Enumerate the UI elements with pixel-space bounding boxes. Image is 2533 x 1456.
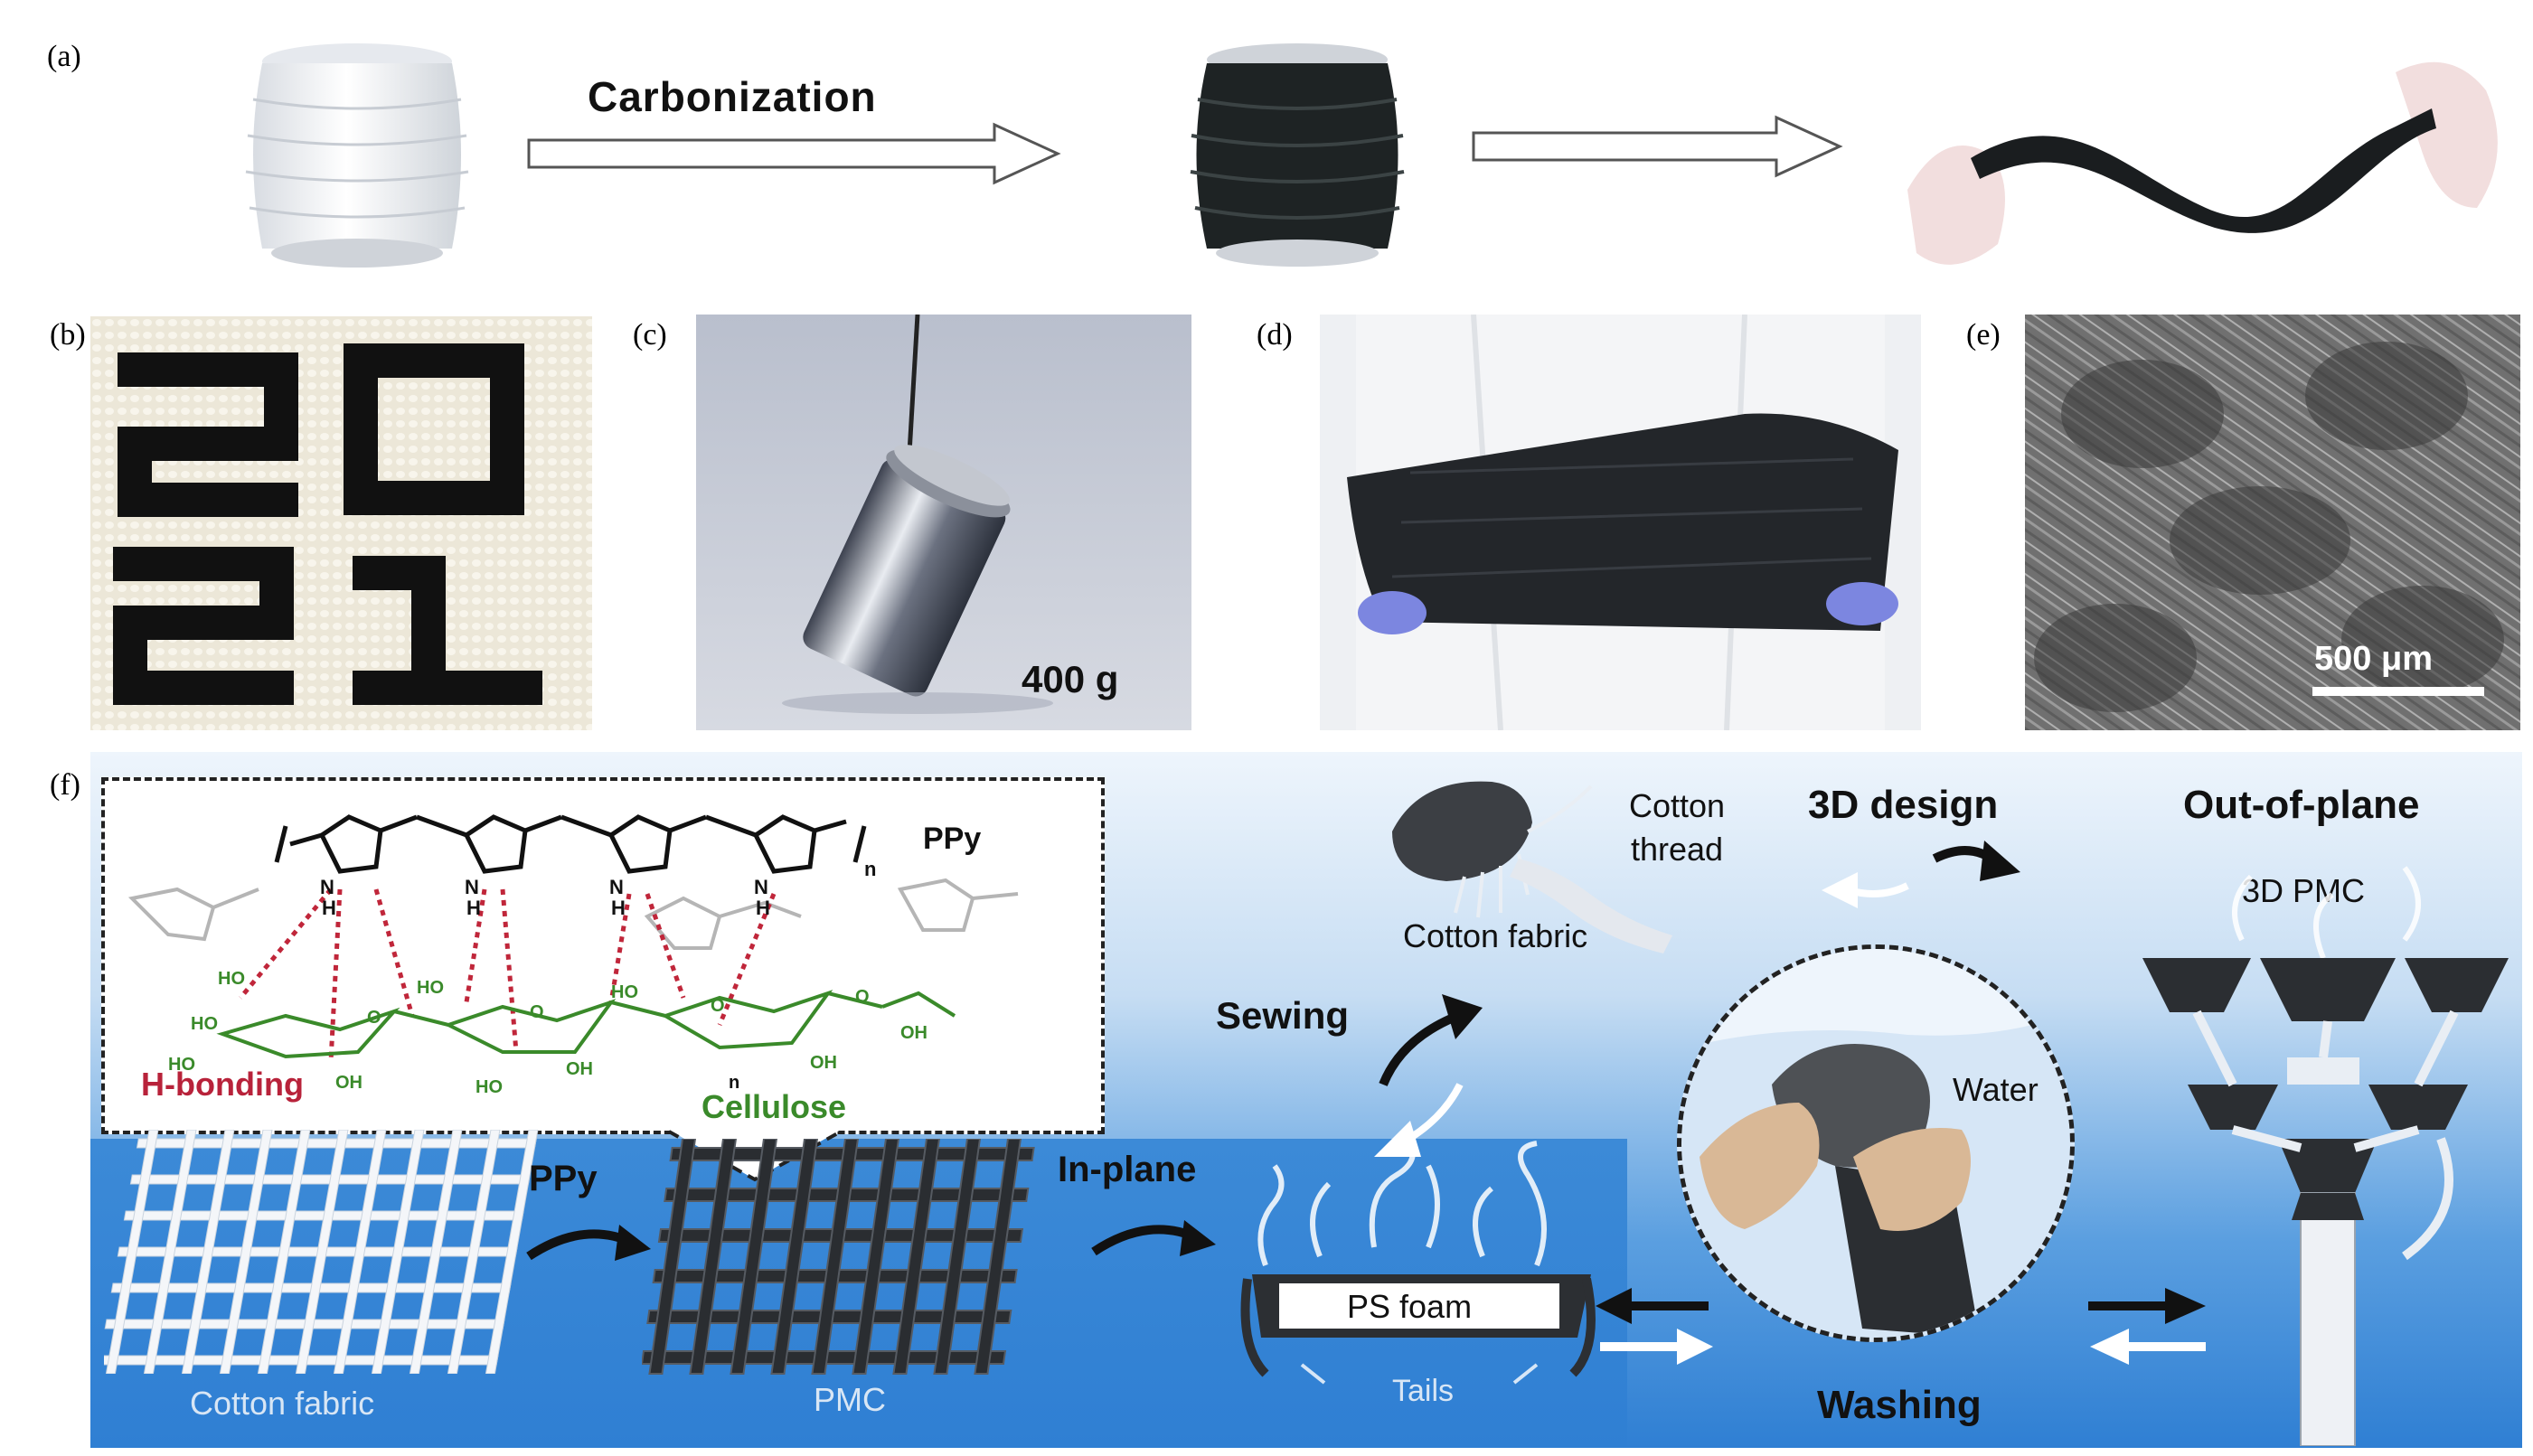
3d-pmc-label: 3D PMC	[2242, 872, 2366, 909]
panel-label-e: (e)	[1966, 318, 2001, 352]
cellulose-ho-2: HO	[191, 1014, 218, 1034]
cellulose-o-4: O	[855, 987, 870, 1007]
ppy-n-atom-3: N	[609, 876, 624, 898]
process-arrow-2	[1472, 115, 1843, 178]
washing-right-arrows	[2088, 1288, 2206, 1365]
cellulose-oh-4: OH	[900, 1023, 928, 1043]
cotton-thread-label: Cotton thread	[1600, 784, 1754, 871]
pmc-mesh	[642, 1139, 1049, 1383]
washing-circle: Water	[1677, 944, 2075, 1342]
ppy-n-subscript: n	[864, 858, 876, 880]
cellulose-ho-4: HO	[611, 982, 638, 1002]
ppy-arrow-label: PPy	[529, 1159, 598, 1198]
ppy-arrow	[526, 1225, 651, 1261]
carbonization-arrow	[527, 122, 1061, 185]
3d-design-label: 3D design	[1808, 783, 1999, 827]
ppy-n-atom-4: N	[754, 876, 768, 898]
cotton-fabric-top-label: Cotton fabric	[1403, 917, 1588, 954]
panel-label-d: (d)	[1257, 318, 1293, 352]
out-of-plane-label: Out-of-plane	[2183, 783, 2420, 827]
cellulose-o-2: O	[530, 1002, 544, 1022]
sem-image: 500 μm	[2025, 315, 2520, 730]
cellulose-oh-1: OH	[335, 1073, 363, 1093]
ppy-h-atom-3: H	[611, 897, 626, 919]
ppy-structure-label: PPy	[923, 822, 982, 856]
in-plane-arrow	[1091, 1220, 1216, 1256]
ps-foam-sample	[1238, 1139, 1600, 1410]
embroidered-2021-photo	[90, 316, 592, 730]
ppy-h-atom-2: H	[466, 897, 481, 919]
panel-label-c: (c)	[633, 318, 667, 352]
carbonization-label: Carbonization	[588, 73, 877, 120]
cotton-fabric-grid	[104, 1130, 547, 1374]
large-pmc-fabric-photo	[1320, 315, 1921, 730]
3d-pmc-structure	[2133, 831, 2513, 1446]
panel-label-b: (b)	[50, 318, 86, 352]
washing-label: Washing	[1817, 1383, 1982, 1427]
scale-bar-label: 500 μm	[2314, 640, 2433, 678]
tails-label: Tails	[1392, 1374, 1455, 1408]
h-bonding-label: H-bonding	[141, 1066, 304, 1103]
water-label: Water	[1953, 1071, 2039, 1108]
sewing-label: Sewing	[1216, 994, 1350, 1037]
sewn-foam-object	[1383, 759, 1672, 967]
bent-carbon-fabric-photo	[1889, 27, 2513, 280]
ps-foam-label: PS foam	[1347, 1288, 1473, 1325]
white-cotton-spool-photo	[226, 36, 488, 276]
cellulose-o-1: O	[367, 1008, 381, 1028]
cellulose-ho-3: HO	[417, 978, 444, 998]
cellulose-o-3: O	[711, 996, 725, 1016]
weight-label: 400 g	[1022, 658, 1119, 700]
weight-hanging-photo: 400 g	[696, 315, 1191, 730]
cellulose-oh-2: OH	[566, 1059, 593, 1079]
3d-design-arrows	[1822, 841, 2020, 908]
pmc-label: PMC	[814, 1381, 886, 1418]
in-plane-label: In-plane	[1058, 1150, 1197, 1189]
cellulose-n-subscript: n	[729, 1073, 739, 1093]
ppy-n-atom-1: N	[320, 876, 334, 898]
black-carbon-spool-photo	[1175, 36, 1419, 276]
cellulose-ho-1: HO	[218, 969, 245, 989]
cellulose-label: Cellulose	[702, 1088, 847, 1125]
panel-label-f: (f)	[50, 768, 80, 802]
washing-left-arrows	[1596, 1288, 1713, 1365]
ppy-h-atom-4: H	[756, 897, 770, 919]
chemical-structure-box: N H N H N H N H n HO HO HO HO HO HO OH O…	[101, 777, 1105, 1134]
panel-label-a: (a)	[47, 40, 81, 73]
cotton-thread-label-line1: Cotton thread	[1628, 787, 1726, 868]
cellulose-ho-6: HO	[476, 1077, 503, 1097]
ppy-n-atom-2: N	[465, 876, 479, 898]
ppy-h-atom-1: H	[322, 897, 336, 919]
cellulose-oh-3: OH	[810, 1053, 837, 1073]
cotton-fabric-label: Cotton fabric	[190, 1385, 375, 1422]
cellulose-ho-5: HO	[168, 1055, 195, 1075]
